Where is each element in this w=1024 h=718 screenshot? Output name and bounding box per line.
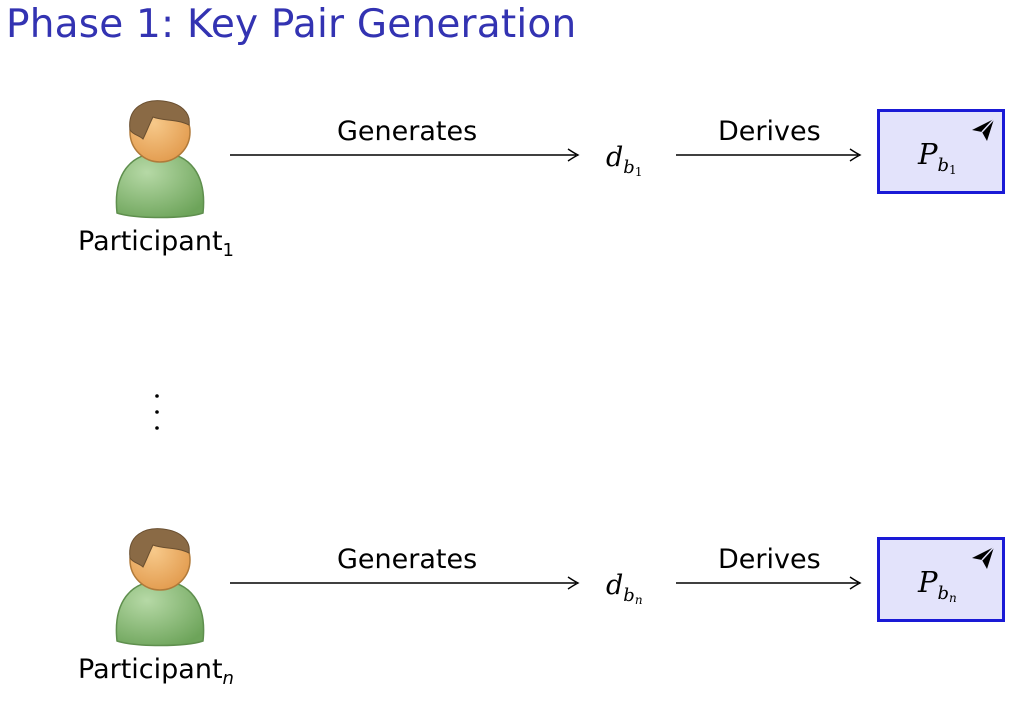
private-key-n: dbn xyxy=(606,570,643,607)
generates-label-1: Generates xyxy=(337,116,478,147)
derives-label-1: Derives xyxy=(718,116,821,147)
participant-label-n: Participantn xyxy=(78,654,234,689)
participant-row-n: Participantn Generates dbn Derives Pbn xyxy=(0,518,1024,718)
arrow-icon xyxy=(676,148,862,162)
public-key-1: Pb1 xyxy=(918,137,957,177)
paper-plane-icon xyxy=(972,118,995,141)
paper-plane-icon xyxy=(972,546,995,569)
arrow-icon xyxy=(676,576,862,590)
derives-label-n: Derives xyxy=(718,544,821,575)
vertical-ellipsis xyxy=(155,394,159,430)
private-key-1: db1 xyxy=(606,142,643,179)
arrow-icon xyxy=(230,148,580,162)
person-icon xyxy=(115,528,205,647)
participant-row-1: Participant1 Generates db1 Derives Pb1 xyxy=(0,90,1024,290)
participant-label-1: Participant1 xyxy=(78,226,234,261)
public-key-n: Pbn xyxy=(918,565,957,605)
generates-label-n: Generates xyxy=(337,544,478,575)
person-icon xyxy=(115,100,205,219)
arrow-icon xyxy=(230,576,580,590)
page-title: Phase 1: Key Pair Generation xyxy=(6,2,577,47)
public-key-box-1: Pb1 xyxy=(877,109,1005,194)
public-key-box-n: Pbn xyxy=(877,537,1005,622)
